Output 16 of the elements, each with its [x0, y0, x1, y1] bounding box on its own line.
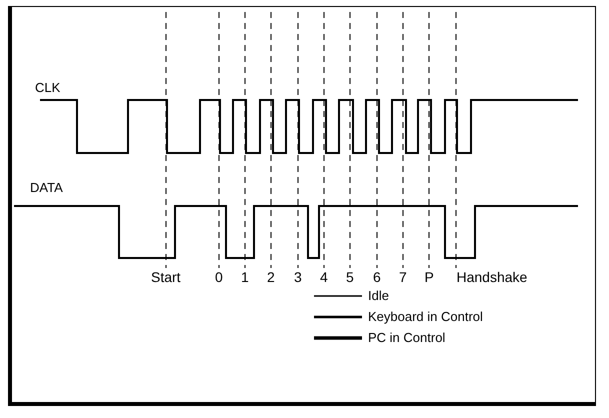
- bit-label: Handshake: [456, 269, 528, 285]
- bit-label: P: [424, 269, 434, 285]
- legend-text: PC in Control: [368, 330, 446, 346]
- bit-label: 7: [399, 269, 407, 285]
- signal-name: DATA: [30, 180, 63, 196]
- bit-label: 1: [241, 269, 249, 285]
- bit-label: 0: [215, 269, 223, 285]
- legend-text: Keyboard in Control: [368, 309, 483, 325]
- bit-label: 6: [373, 269, 381, 285]
- bit-label: 4: [320, 269, 328, 285]
- bit-label: 3: [294, 269, 302, 285]
- signal-name: CLK: [35, 80, 60, 96]
- legend-text: Idle: [368, 288, 389, 304]
- bit-label: Start: [151, 269, 181, 285]
- bit-label: 2: [267, 269, 275, 285]
- bit-label: 5: [346, 269, 354, 285]
